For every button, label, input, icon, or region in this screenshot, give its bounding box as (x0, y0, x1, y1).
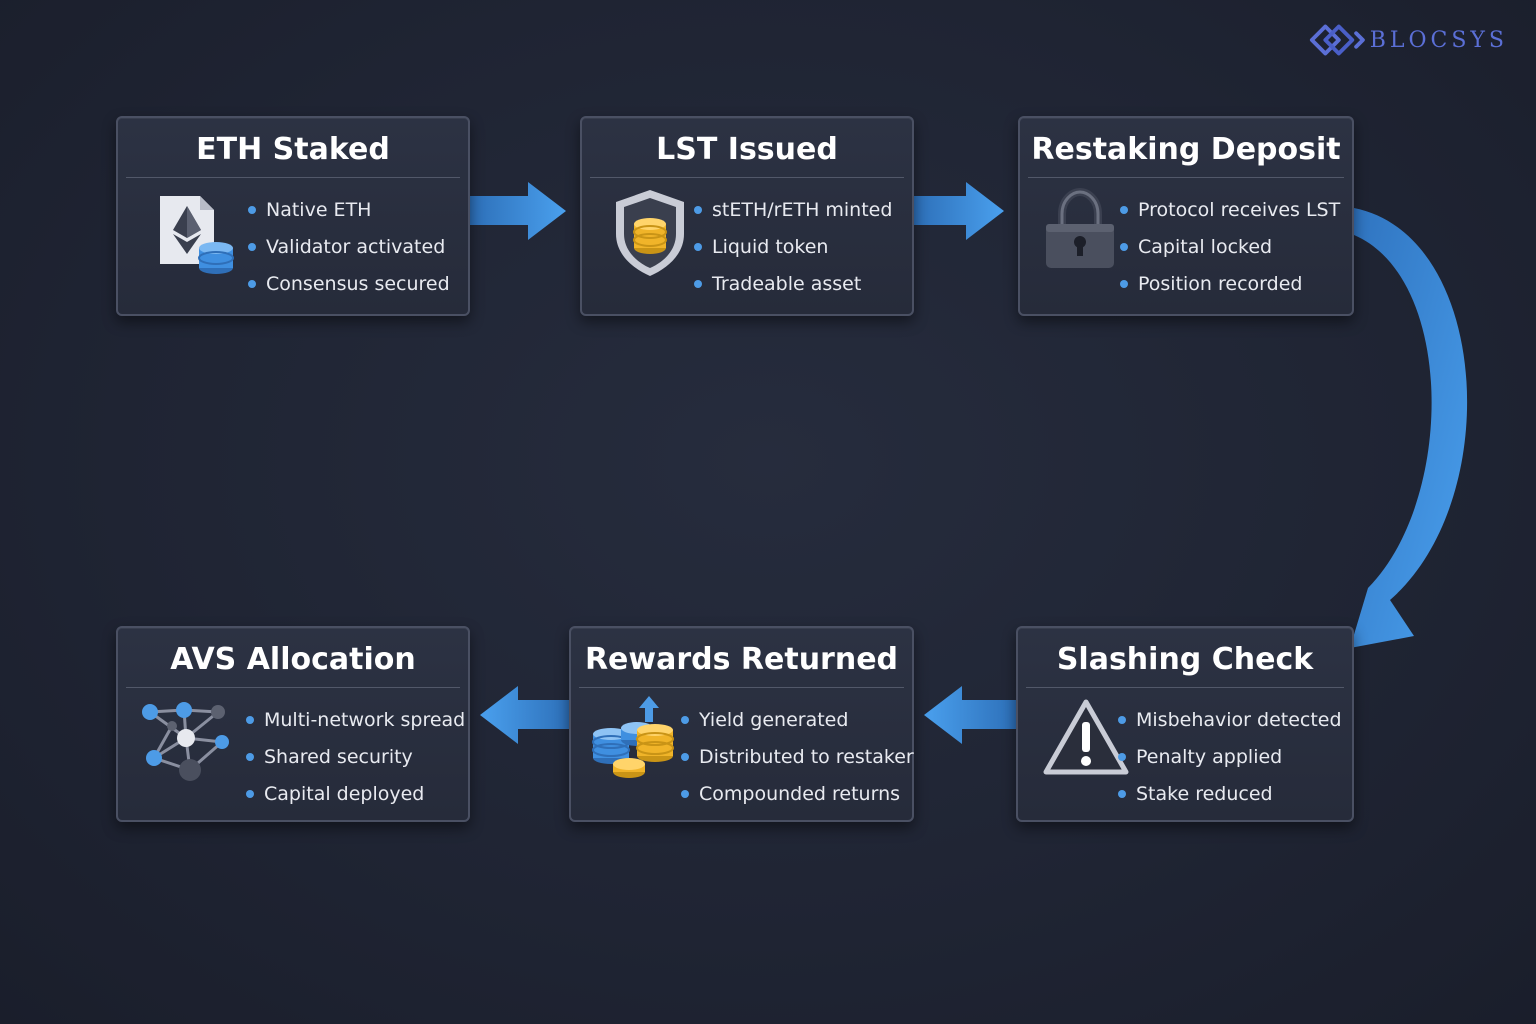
bullet-item: Shared security (246, 743, 465, 780)
step-bullets: Protocol receives LST Capital locked Pos… (1120, 196, 1340, 307)
step-bullets: Multi-network spread Shared security Cap… (246, 706, 465, 817)
bullet-item: Tradeable asset (694, 270, 892, 307)
bullet-item: Position recorded (1120, 270, 1340, 307)
bullet-item: stETH/rETH minted (694, 196, 892, 233)
network-nodes-icon (142, 702, 229, 781)
arrow-lst-to-restaking (914, 182, 1004, 240)
bullet-item: Capital locked (1120, 233, 1340, 270)
padlock-icon (1046, 187, 1114, 268)
step-title: Restaking Deposit (1031, 132, 1341, 167)
title-divider (1026, 687, 1344, 688)
step-title: AVS Allocation (170, 642, 416, 677)
coin-stacks-arrow-icon (592, 696, 674, 778)
title-divider (126, 687, 460, 688)
step-title: Rewards Returned (584, 642, 899, 677)
bullet-item: Distributed to restaker (681, 743, 914, 780)
shield-coins-icon (616, 190, 684, 276)
step-bullets: Misbehavior detected Penalty applied Sta… (1118, 706, 1342, 817)
warning-triangle-icon (1043, 699, 1129, 775)
bullet-item: Native ETH (248, 196, 450, 233)
bullet-item: Protocol receives LST (1120, 196, 1340, 233)
bullet-item: Capital deployed (246, 780, 465, 817)
step-card-restaking-deposit[interactable]: Restaking Deposit Protocol receives LST … (1018, 116, 1354, 316)
diamond-chevron-logo-icon (1309, 24, 1365, 56)
arrow-slashing-to-rewards (924, 686, 1016, 744)
step-card-eth-staked[interactable]: ETH Staked Native ETH Validator activate… (116, 116, 470, 316)
step-bullets: Yield generated Distributed to restaker … (681, 706, 914, 817)
bullet-item: Compounded returns (681, 780, 914, 817)
step-bullets: Native ETH Validator activated Consensus… (248, 196, 450, 307)
bullet-item: Consensus secured (248, 270, 450, 307)
step-card-slashing-check[interactable]: Slashing Check Misbehavior detected Pena… (1016, 626, 1354, 822)
brand-name: BLOCSYS (1369, 27, 1508, 53)
brand-logo[interactable]: BLOCSYS (1308, 18, 1508, 62)
title-divider (1028, 177, 1344, 178)
bullet-item: Penalty applied (1118, 743, 1342, 780)
arrow-eth-to-lst (470, 182, 566, 240)
ethereum-document-icon (160, 196, 234, 274)
step-title: LST Issued (656, 132, 838, 167)
bullet-item: Liquid token (694, 233, 892, 270)
step-card-lst-issued[interactable]: LST Issued stETH/rETH minted Liquid toke… (580, 116, 914, 316)
bullet-item: Multi-network spread (246, 706, 465, 743)
title-divider (579, 687, 904, 688)
bullet-item: Stake reduced (1118, 780, 1342, 817)
step-card-avs-allocation[interactable]: AVS Allocation (116, 626, 470, 822)
bullet-item: Yield generated (681, 706, 914, 743)
bullet-item: Validator activated (248, 233, 450, 270)
step-bullets: stETH/rETH minted Liquid token Tradeable… (694, 196, 892, 307)
step-card-rewards-returned[interactable]: Rewards Returned Yield gene (569, 626, 914, 822)
step-title: ETH Staked (196, 132, 390, 167)
bullet-item: Misbehavior detected (1118, 706, 1342, 743)
arrow-restaking-to-slashing (1350, 208, 1468, 648)
title-divider (590, 177, 904, 178)
step-title: Slashing Check (1056, 642, 1314, 677)
arrow-rewards-to-avs (480, 686, 570, 744)
title-divider (126, 177, 460, 178)
